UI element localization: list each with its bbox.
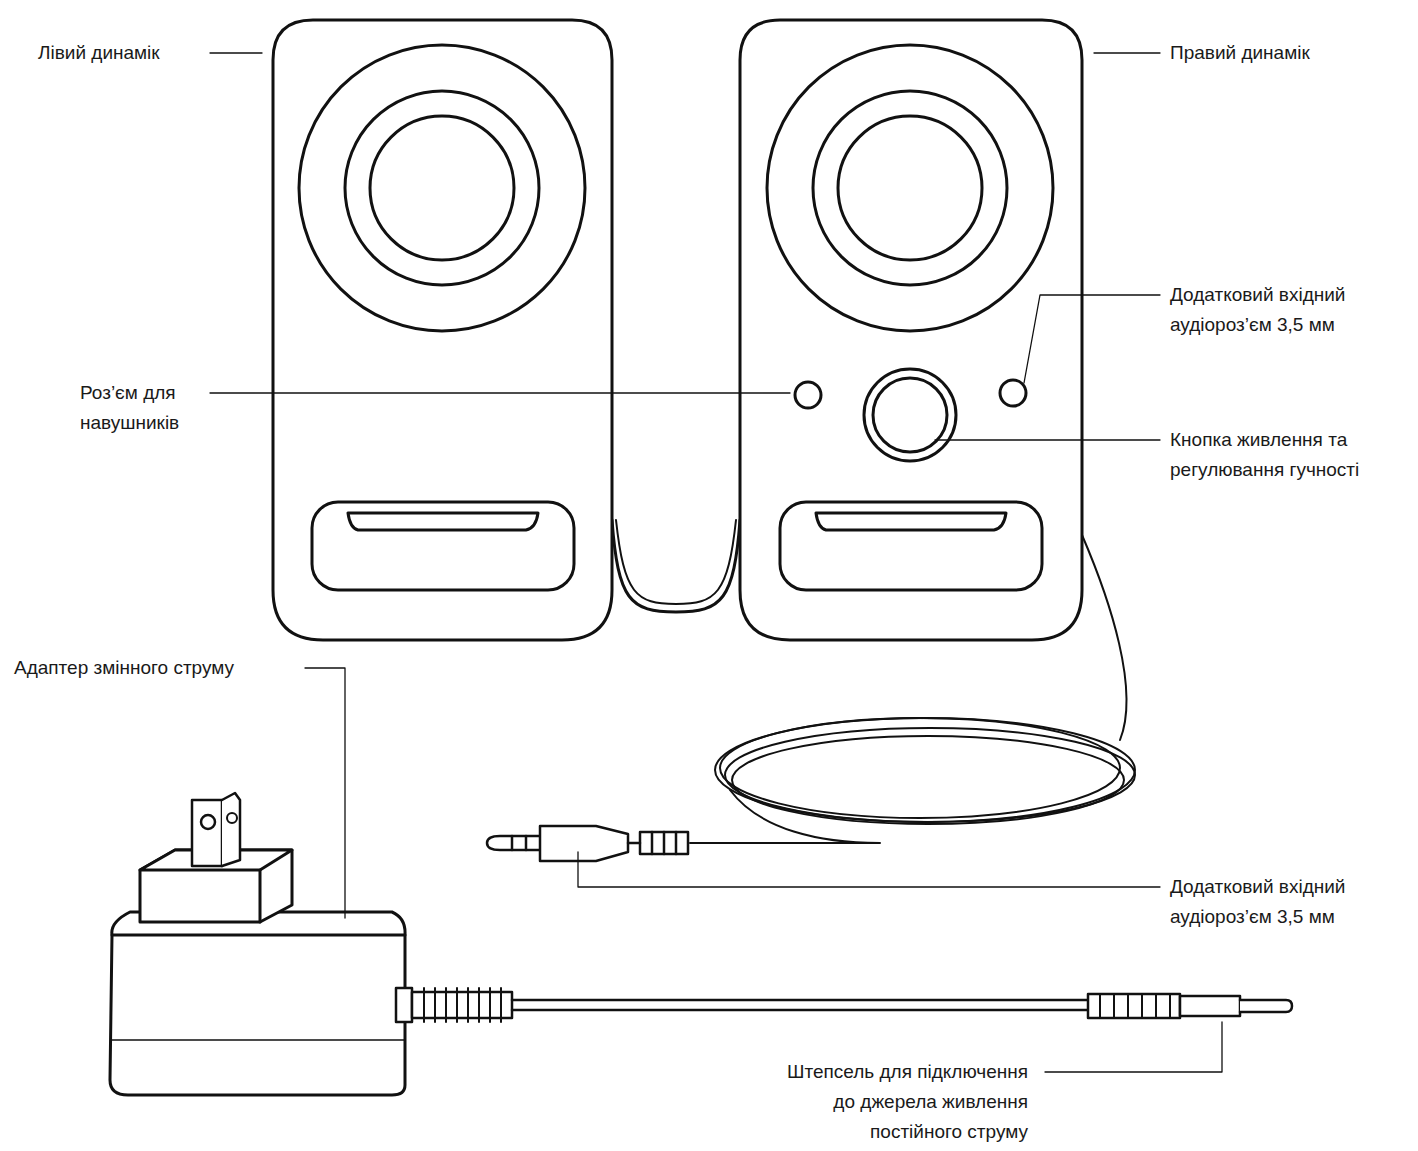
link-cable xyxy=(616,520,736,604)
part-label: Кнопка живлення та регулювання гучності xyxy=(1170,425,1388,485)
part-label: Адаптер змінного струму xyxy=(14,653,299,683)
cord-rib xyxy=(489,988,491,1022)
plug-rib xyxy=(1141,994,1143,1018)
plug-rib xyxy=(1113,994,1115,1018)
headphone-jack xyxy=(795,382,821,408)
leader-lines xyxy=(210,53,1222,1072)
plug-rib xyxy=(1169,994,1171,1018)
part-label: Правий динамік xyxy=(1170,38,1390,68)
plug-rib xyxy=(1099,994,1101,1018)
cord-rib xyxy=(434,988,436,1022)
dc-cord xyxy=(396,988,1292,1022)
cord-rib xyxy=(456,988,458,1022)
cord-rib xyxy=(478,988,480,1022)
left-speaker xyxy=(273,20,612,640)
volume-knob xyxy=(864,369,956,461)
audio-plug xyxy=(487,826,688,861)
ac-adapter xyxy=(110,793,405,1095)
audio-cable xyxy=(690,535,1135,843)
part-label: Штепсель для підключення до джерела живл… xyxy=(764,1057,1028,1147)
aux-jack xyxy=(1000,380,1026,406)
cord-rib xyxy=(467,988,469,1022)
plug-rib xyxy=(1155,994,1157,1018)
plug-rib xyxy=(1127,994,1129,1018)
part-label: Роз’єм для навушників xyxy=(80,378,205,438)
cord-rib xyxy=(423,988,425,1022)
part-label: Лівий динамік xyxy=(38,38,208,68)
right-speaker xyxy=(740,20,1082,640)
cord-rib xyxy=(445,988,447,1022)
link-cable xyxy=(612,520,740,612)
cord-rib xyxy=(500,988,502,1022)
part-label: Додатковий вхідний аудіороз’єм 3,5 мм xyxy=(1170,280,1382,340)
part-label: Додатковий вхідний аудіороз’єм 3,5 мм xyxy=(1170,872,1382,932)
